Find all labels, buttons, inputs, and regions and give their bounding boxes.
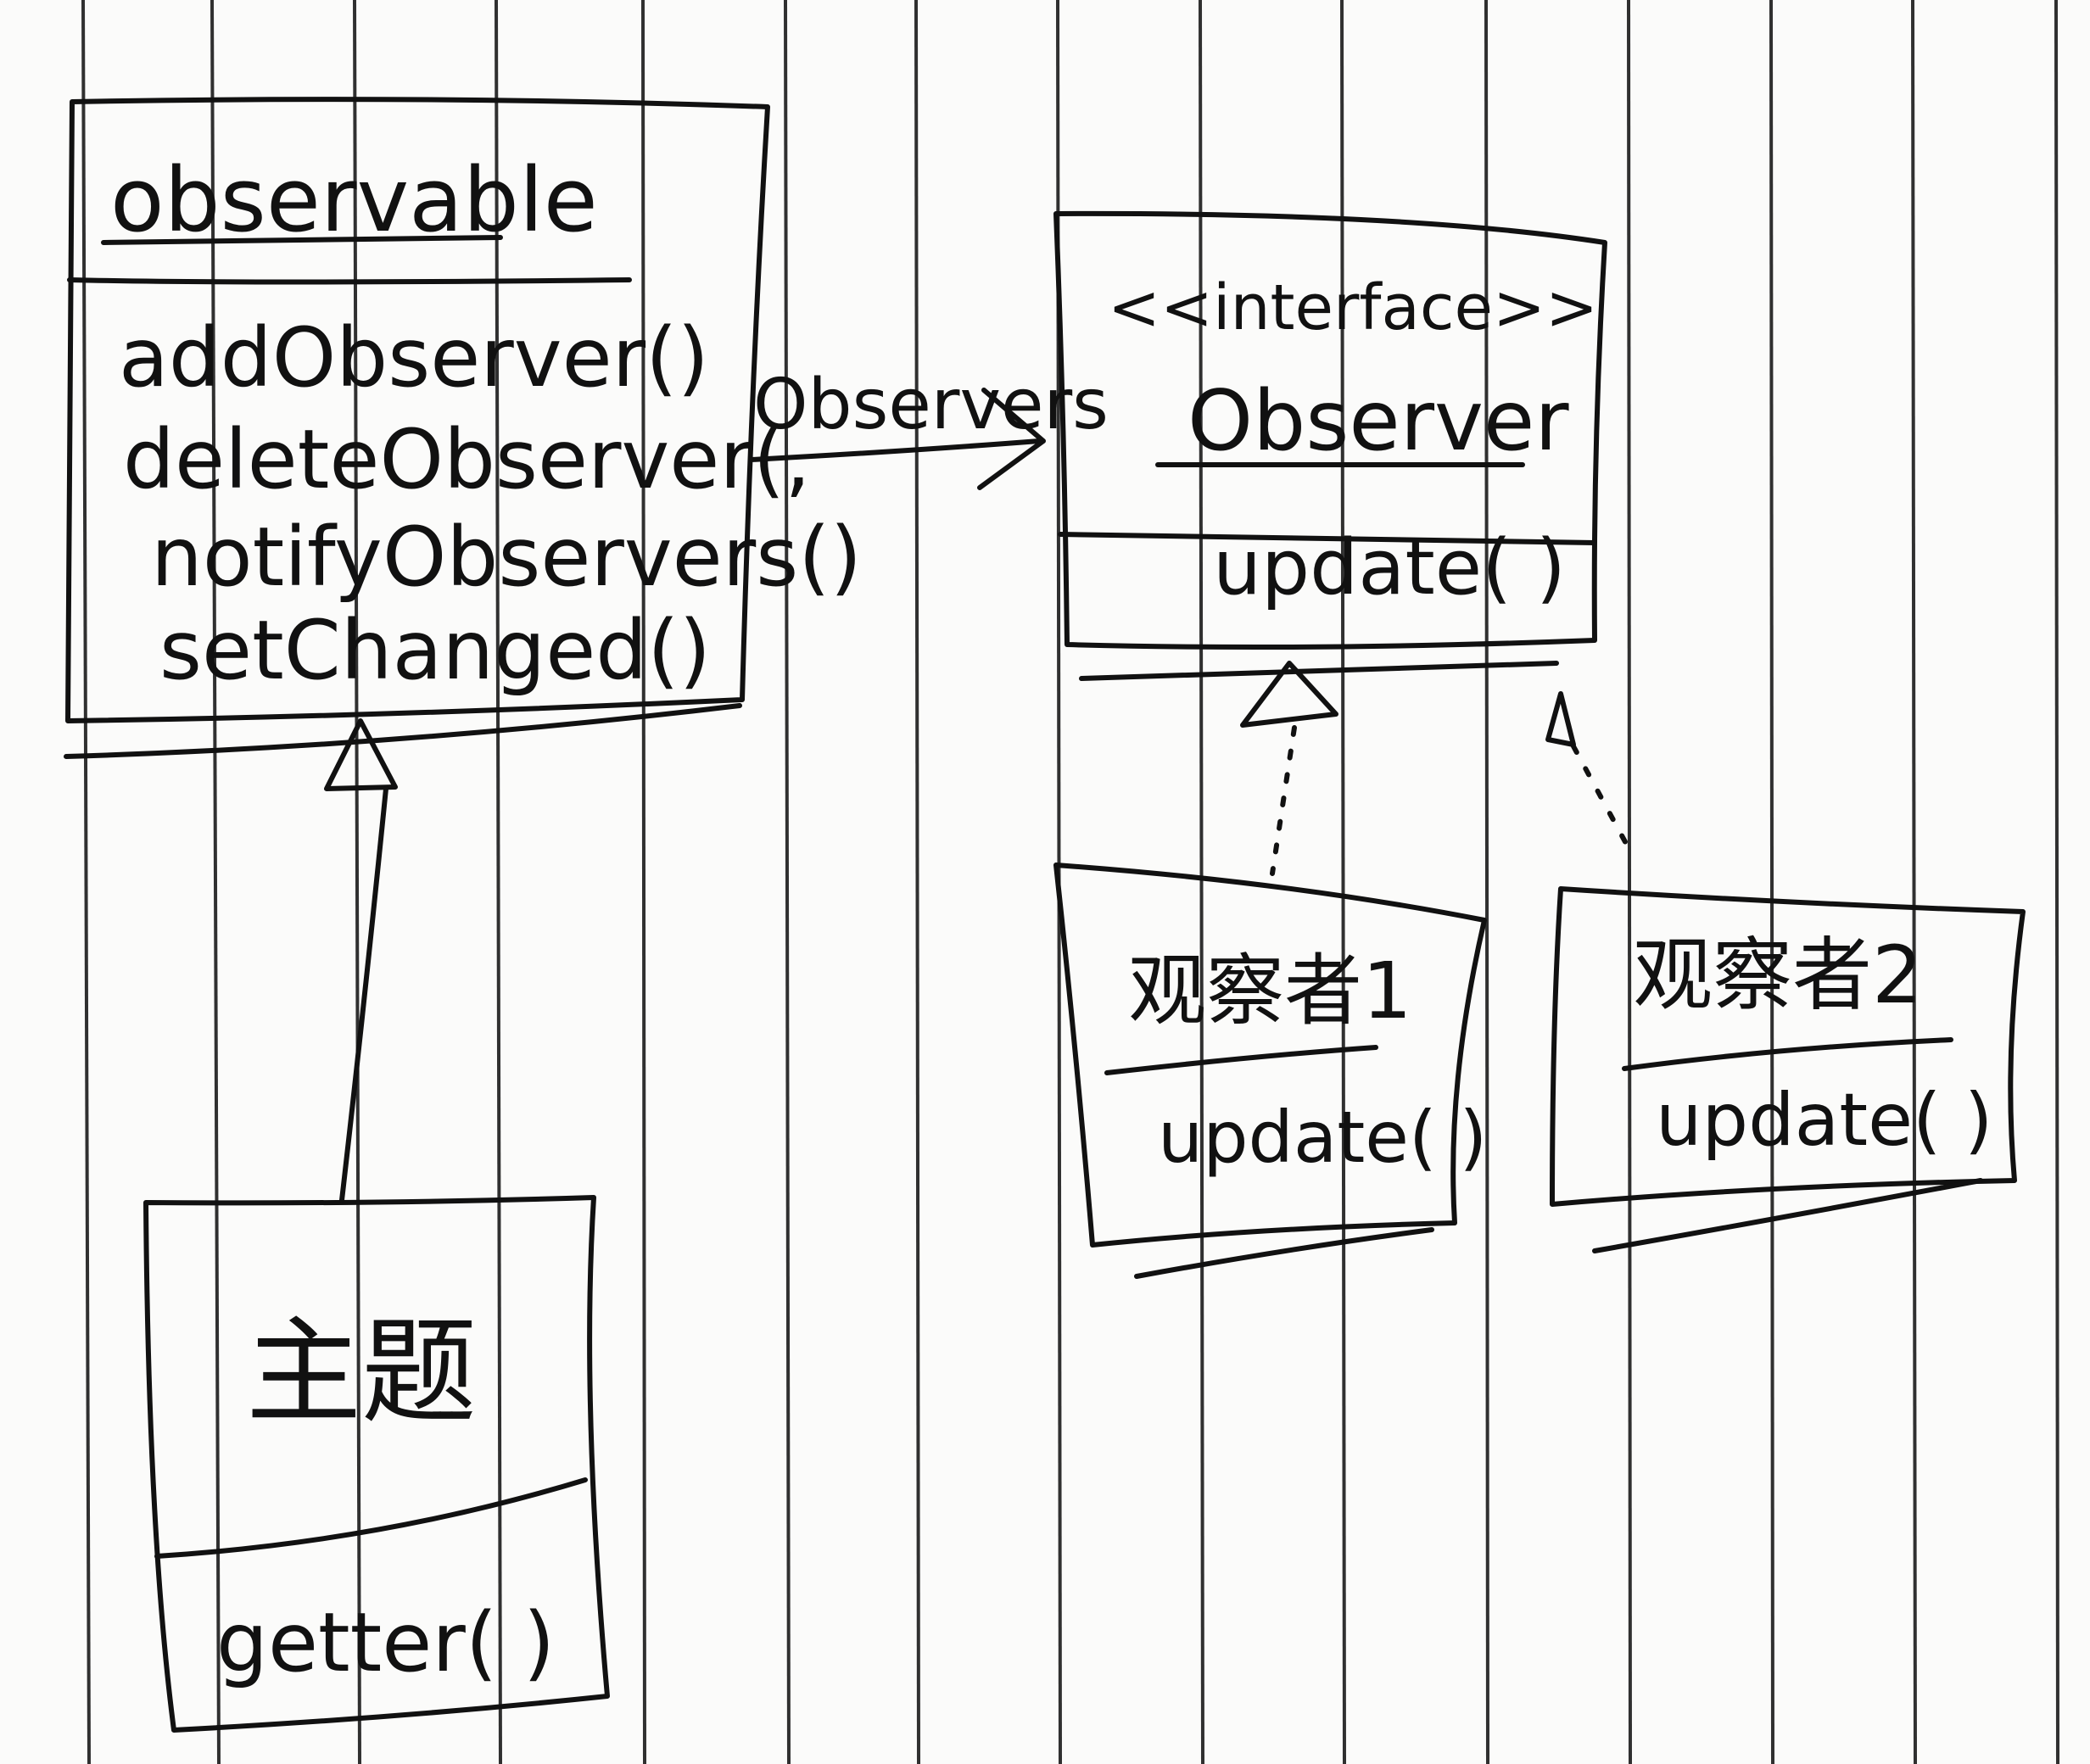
observable-title-divider [67, 277, 632, 285]
observer1-divider [1104, 1045, 1378, 1075]
observer2-realization [1545, 691, 1631, 851]
observer1-realization [1240, 661, 1338, 876]
observable-method-2: notifyObservers() [151, 510, 862, 605]
interface-divider [1058, 532, 1597, 545]
observer2-divider [1622, 1037, 1953, 1071]
observer2-box [1550, 886, 2026, 1207]
observer1-box [1053, 862, 1487, 1248]
subject-inheritance [324, 718, 398, 1203]
observer-interface: <<interface>> Observer update( ) [1053, 210, 1607, 681]
subject-divider [154, 1477, 588, 1559]
observer1-bottom-line [1134, 1227, 1434, 1279]
subject-class: 主题 getter( ) [143, 1195, 610, 1733]
observer2-class: 观察者2 update( ) [1550, 886, 2026, 1253]
interface-stereotype: <<interface>> [1108, 271, 1598, 344]
association: Observers [749, 365, 1109, 490]
observer1-class: 观察者1 update( ) [1053, 862, 1487, 1279]
observer2-realization-line [1571, 744, 1631, 851]
observer2-realization-arrowhead [1545, 691, 1576, 747]
ruled-lines [81, 0, 2059, 1764]
observable-method-0: addObserver() [119, 310, 709, 405]
observable-method-3: setChanged() [159, 603, 711, 698]
subject-method-0: getter( ) [216, 1595, 555, 1690]
subject-inheritance-arrowhead [324, 718, 398, 791]
subject-box [143, 1195, 610, 1733]
observer2-method-0: update( ) [1656, 1078, 1992, 1163]
observer1-method-0: update( ) [1158, 1096, 1487, 1179]
observable-title: observable [110, 148, 598, 252]
interface-method-0: update( ) [1213, 523, 1566, 612]
subject-inheritance-line [339, 786, 388, 1203]
interface-bottom-line [1079, 661, 1559, 681]
observer2-title: 观察者2 [1633, 929, 1923, 1022]
subject-title: 主题 [246, 1306, 477, 1440]
observer1-realization-arrowhead [1240, 661, 1338, 728]
association-label: Observers [753, 365, 1109, 445]
interface-box [1053, 210, 1607, 650]
observable-bottom-line [64, 703, 742, 759]
observer1-realization-line [1270, 725, 1297, 876]
observable-title-underline [101, 235, 503, 245]
observable-class: observable addObserver() deleteObserver(… [64, 97, 862, 759]
observable-box [65, 97, 770, 723]
observer2-bottom-line [1592, 1178, 1983, 1253]
association-arrowhead [977, 388, 1046, 490]
observer1-title: 观察者1 [1128, 946, 1412, 1036]
observable-method-1: deleteObserver(, [123, 412, 811, 507]
association-line [749, 438, 1042, 462]
interface-name: Observer [1188, 373, 1569, 470]
